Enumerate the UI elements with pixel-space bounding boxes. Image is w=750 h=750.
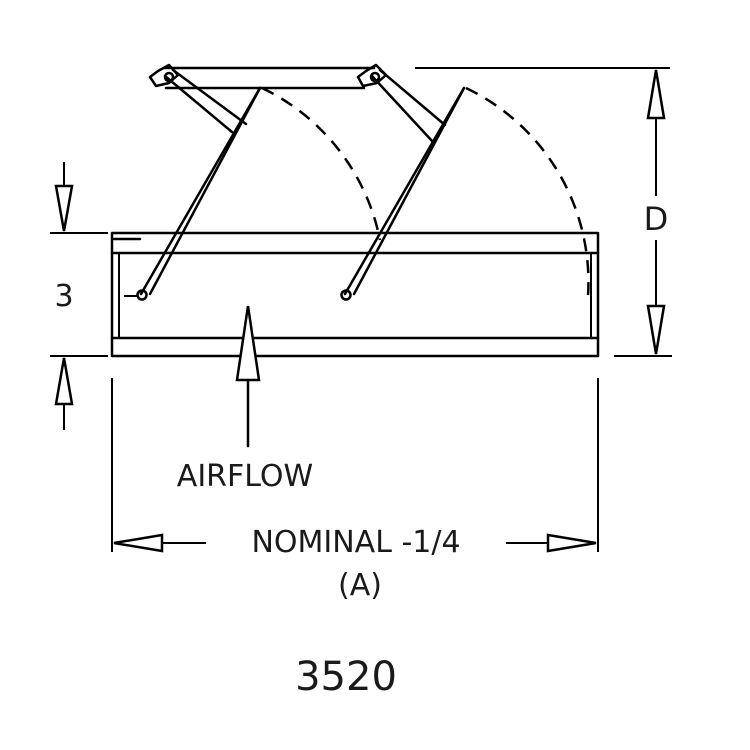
left-blade: [136, 86, 262, 301]
model-number: 3520: [295, 654, 397, 700]
damper-frame: [110, 231, 600, 358]
right-blade-arm: [356, 63, 447, 144]
airflow-arrow: AIRFLOW: [177, 305, 313, 494]
left-blade-pivot: [136, 289, 148, 301]
right-arm-pivot: [369, 71, 381, 83]
left-blade-swing-arc: [261, 86, 382, 241]
linkage-bar: [162, 66, 376, 90]
dimension-3-bottom-arrow: [54, 357, 74, 406]
dimension-3: 3: [50, 162, 108, 430]
dimension-3-label: 3: [54, 279, 73, 314]
right-blade: [340, 86, 466, 301]
dimension-a-label: (A): [338, 568, 382, 603]
dimension-d-bottom-arrow: [646, 304, 666, 355]
dimension-d: D: [415, 67, 672, 357]
dimension-d-top-arrow: [646, 69, 666, 120]
dimension-a-left-arrow: [113, 533, 164, 553]
right-blade-pivot: [340, 289, 352, 301]
left-arm-pivot: [163, 71, 175, 83]
right-blade-swing-arc: [465, 86, 590, 297]
airflow-label: AIRFLOW: [177, 459, 313, 494]
left-blade-arm: [148, 63, 248, 134]
dimension-3-top-arrow: [54, 184, 74, 232]
dimension-d-label: D: [644, 200, 669, 238]
dimension-a: NOMINAL -1/4 (A): [111, 378, 599, 603]
nominal-label: NOMINAL -1/4: [251, 525, 460, 560]
dimension-a-right-arrow: [546, 533, 597, 553]
